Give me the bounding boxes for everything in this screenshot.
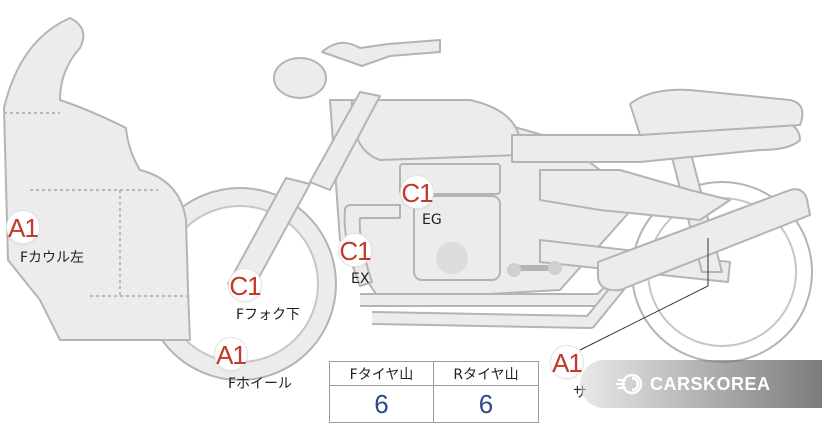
carskorea-logo-icon [616,373,642,395]
silencer-shape [597,188,811,292]
label-exhaust: EX [351,271,370,287]
fuel-tank-shape [350,99,521,161]
marker-exhaust: C1 [338,233,372,267]
label-front-fork-lower: Fフォク下 [236,307,301,323]
label-front-cowl-left: Fカウル左 [20,250,85,266]
label-front-wheel: Fホイール [228,376,293,392]
marker-front-wheel: A1 [214,337,248,371]
tire-tread-table: Fタイヤ山 Rタイヤ山 6 6 [329,361,539,423]
marker-engine: C1 [400,175,434,209]
rear-tread-value: 6 [478,388,494,419]
watermark-brand: CARSKOREA [650,373,771,394]
front-tread-value: 6 [330,386,434,422]
front-tread-header: Fタイヤ山 [330,362,434,386]
marker-front-cowl-left: A1 [6,210,40,244]
marker-front-fork-lower: C1 [228,268,262,302]
rear-tread-header: Rタイヤ山 [434,362,538,386]
label-engine: EG [422,212,442,228]
front-cowl-shape [3,17,191,341]
carskorea-watermark: CARSKOREA [580,360,822,408]
marker-silencer: A1 [550,345,584,379]
silencer-leader-line [579,238,709,351]
